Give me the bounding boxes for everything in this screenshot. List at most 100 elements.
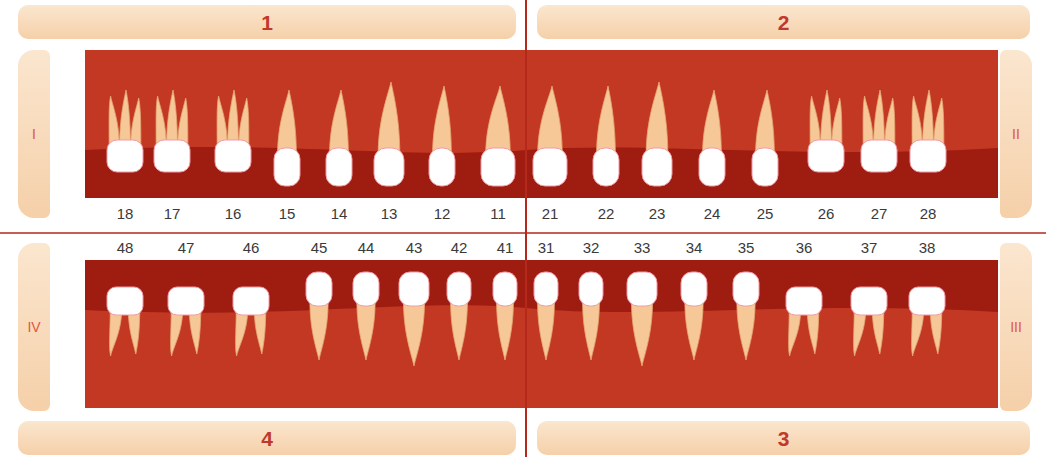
tooth-number: 43 [406,240,423,255]
tooth-crown [579,272,603,306]
tooth-number: 25 [757,206,774,221]
quadrant-number: 3 [778,428,790,449]
tooth-number: 34 [686,240,703,255]
tooth-crown [447,272,471,306]
tooth-number: 13 [381,206,398,221]
tooth-number: 12 [434,206,451,221]
quadrant-band: 4 [18,421,516,455]
tooth-number: 17 [164,206,181,221]
tooth-root [178,98,188,146]
quadrant-number: I [32,127,36,141]
tooth-root [239,98,249,146]
tooth-crown [274,148,300,186]
tooth-number: 48 [117,240,134,255]
tooth-root [821,90,832,146]
tooth-root [228,90,239,146]
tooth-root [357,302,375,360]
tooth-crown [233,287,269,315]
tooth-root [120,90,131,146]
tooth-number: 15 [279,206,296,221]
tooth-root [832,98,842,146]
quadrant-tab: IV [18,243,50,411]
tooth-root [109,96,119,146]
tooth-root [497,302,514,360]
quadrant-band: 1 [18,5,516,39]
tooth-number: 26 [818,206,835,221]
tooth-number: 42 [451,240,468,255]
tooth-root [923,90,934,146]
tooth-root [756,90,775,154]
tooth-root [885,98,895,146]
tooth-crown [627,272,657,306]
quadrant-number: II [1012,127,1020,141]
tooth-number: 21 [542,206,559,221]
tooth-crown [533,148,567,186]
tooth-number: 35 [738,240,755,255]
tooth-crown [107,140,143,172]
tooth-crown [752,148,778,186]
tooth-root [167,90,178,146]
tooth-crown [786,287,822,315]
tooth-number: 47 [178,240,195,255]
tooth-crown [642,148,672,186]
tooth-root [874,90,885,146]
horizontal-divider [0,232,1046,234]
tooth-number: 14 [331,206,348,221]
tooth-root [632,302,653,366]
tooth-crown [733,272,759,306]
tooth-number: 33 [634,240,651,255]
tooth-number: 31 [538,240,555,255]
tooth-crown [861,140,897,172]
tooth-root [131,98,141,146]
tooth-number: 44 [358,240,375,255]
tooth-root [912,96,922,146]
tooth-root [737,302,755,360]
tooth-crown [374,148,404,186]
tooth-root [330,90,349,154]
tooth-root [597,86,616,154]
tooth-crown [215,140,251,172]
tooth-number: 41 [497,240,514,255]
tooth-crown [851,287,887,315]
tooth-root [378,82,400,154]
vertical-divider [525,0,527,457]
tooth-crown [699,148,725,186]
tooth-root [703,90,722,154]
tooth-number: 22 [598,206,615,221]
tooth-crown [107,287,143,315]
tooth-number: 18 [117,206,134,221]
quadrant-tab: II [1000,50,1032,218]
tooth-root [583,302,600,360]
tooth-number: 23 [649,206,666,221]
quadrant-number: 1 [261,12,273,33]
tooth-crown [154,140,190,172]
quadrant-number: 2 [778,12,790,33]
tooth-crown [306,272,332,306]
lower-jaw-panel [85,260,998,408]
tooth-root [217,96,227,146]
tooth-number: 24 [704,206,721,221]
tooth-crown [534,272,558,306]
tooth-crown [808,140,844,172]
quadrant-number: IV [27,320,40,334]
quadrant-tab: I [18,50,50,218]
tooth-root [404,302,425,366]
tooth-crown [909,287,945,315]
upper-jaw-panel [85,50,998,198]
tooth-crown [326,148,352,186]
tooth-root [934,98,944,146]
tooth-root [685,302,703,360]
tooth-number: 38 [919,240,936,255]
tooth-crown [353,272,379,306]
tooth-number: 28 [920,206,937,221]
tooth-number: 16 [225,206,242,221]
tooth-number: 37 [861,240,878,255]
tooth-crown [593,148,619,186]
tooth-root [810,96,820,146]
tooth-number: 11 [490,206,506,221]
tooth-crown [168,287,204,315]
quadrant-number: 4 [261,428,273,449]
tooth-number: 45 [311,240,328,255]
tooth-number: 32 [583,240,600,255]
tooth-root [310,302,328,360]
